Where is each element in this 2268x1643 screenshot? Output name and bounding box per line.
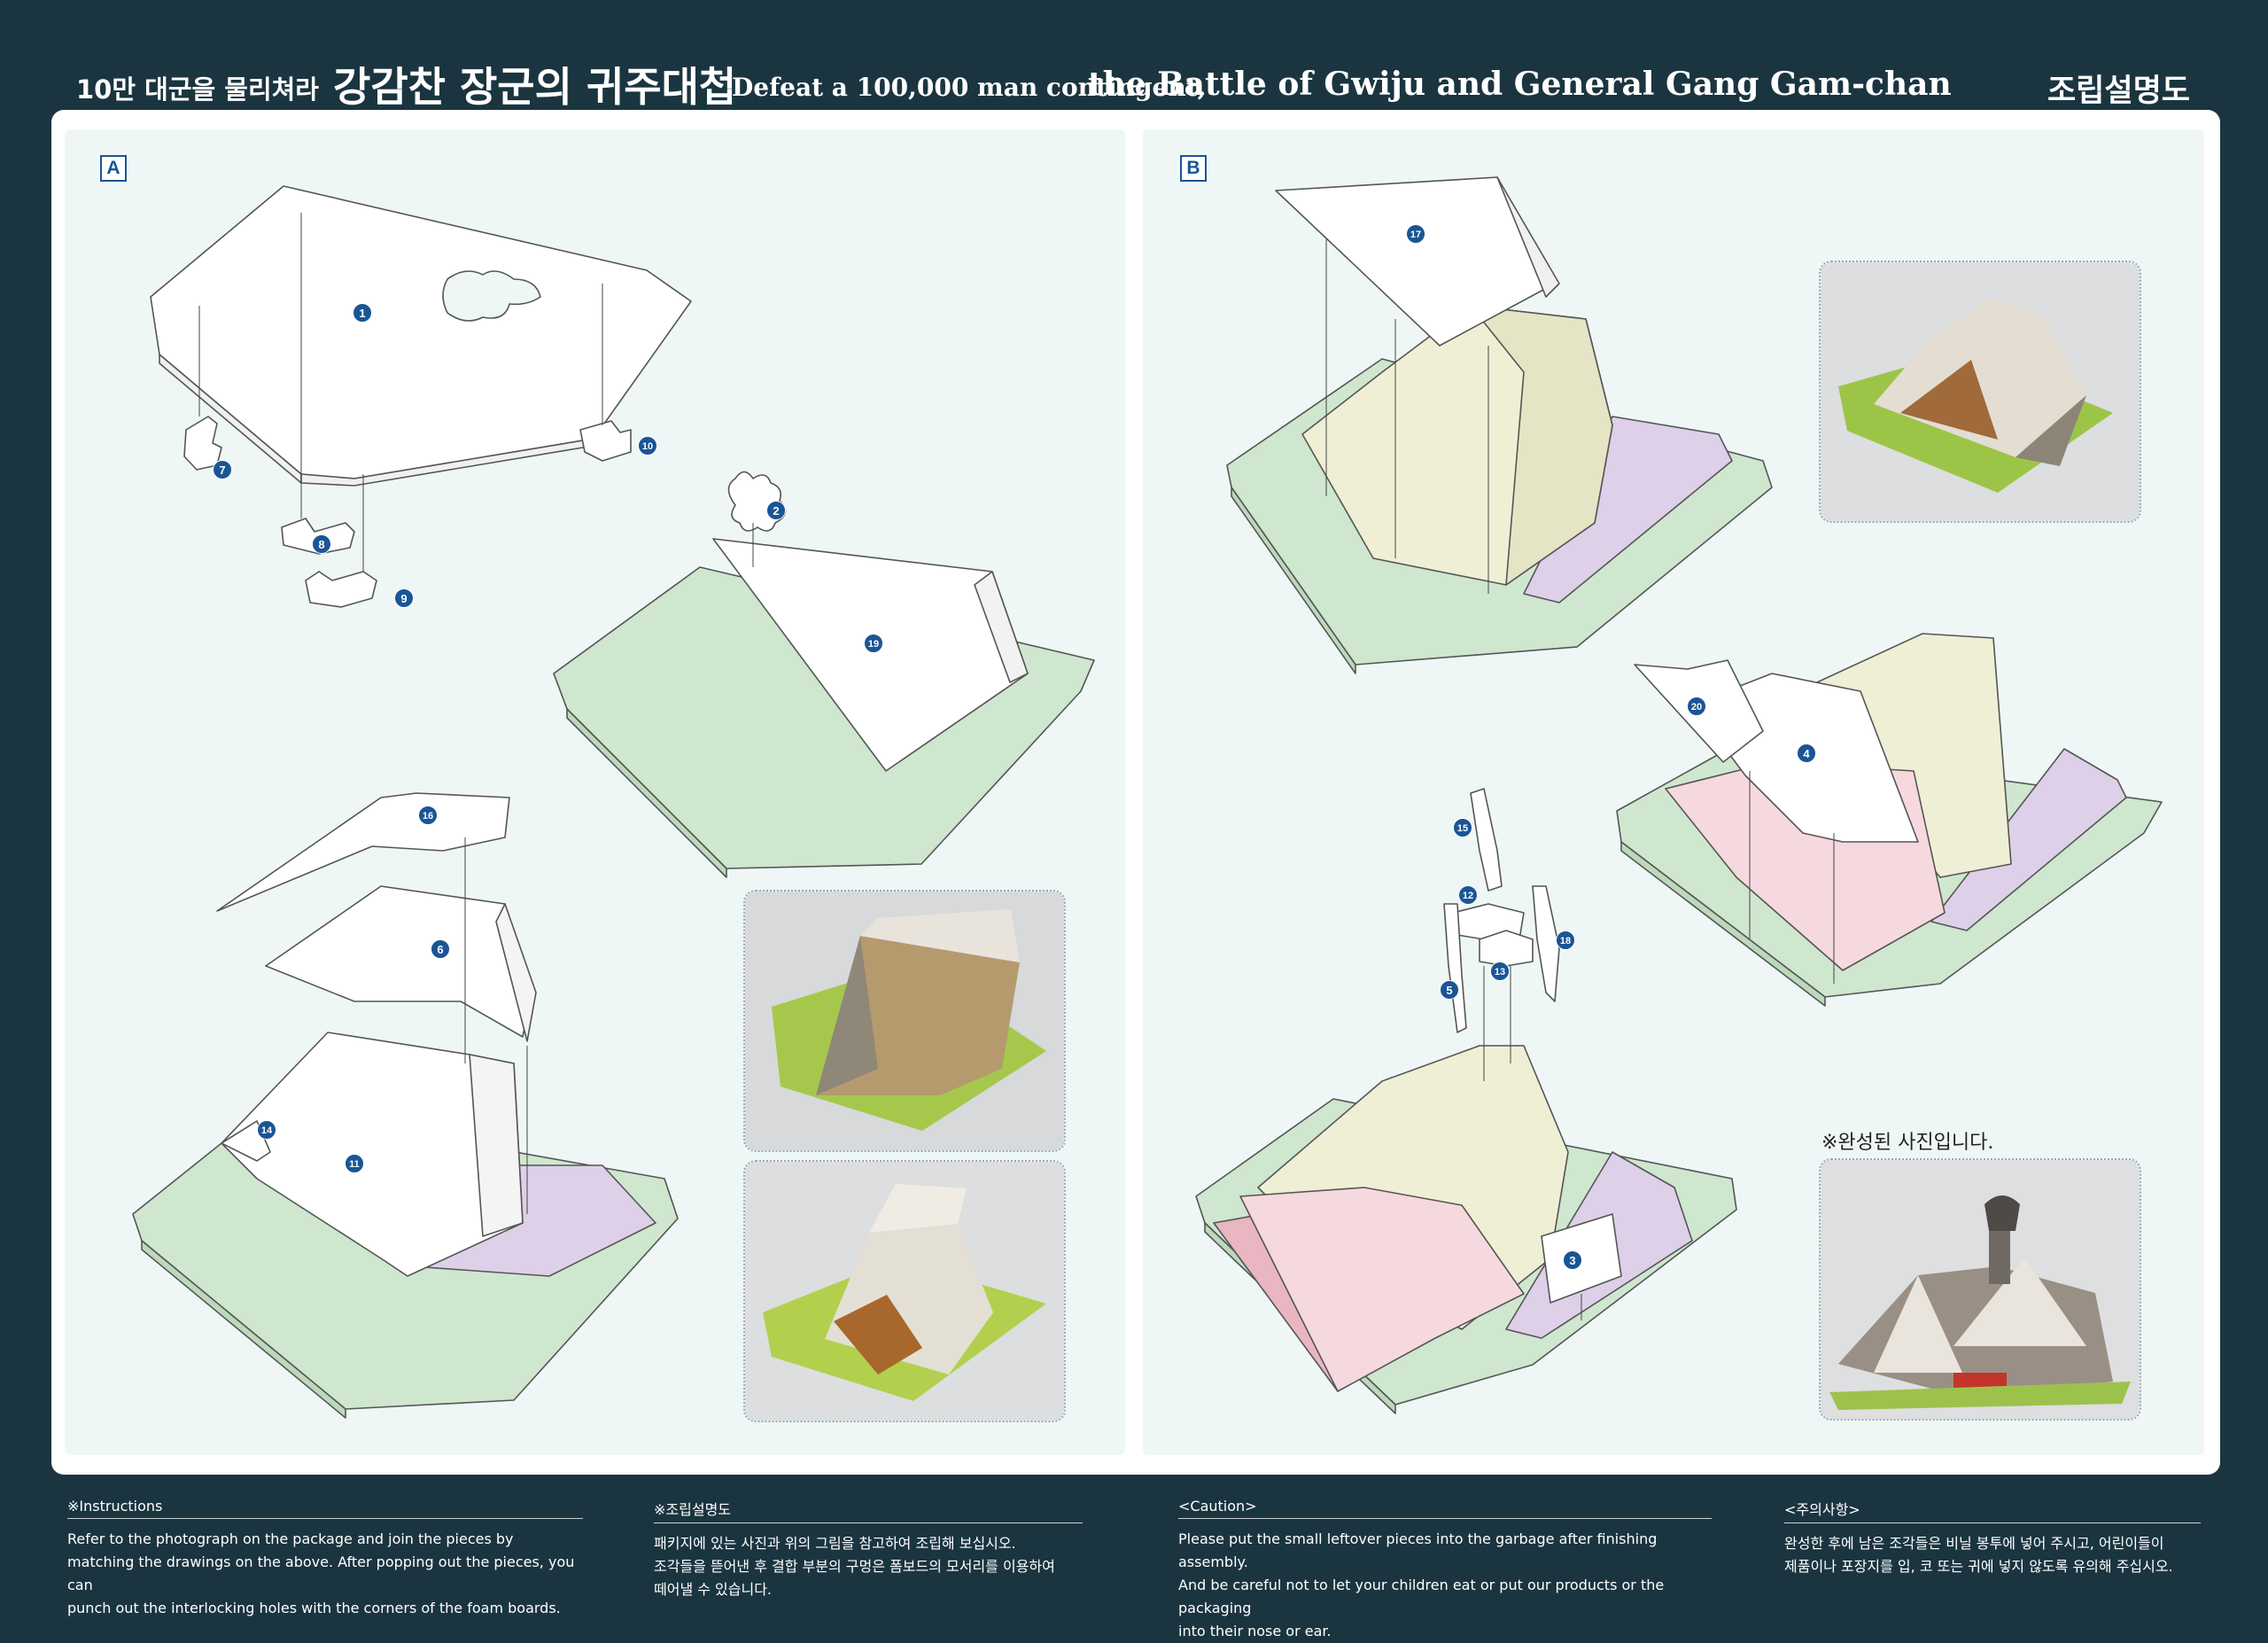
- part-number-badge: 1: [353, 303, 372, 323]
- part-number-badge: 17: [1406, 224, 1425, 244]
- caution-line: Please put the small leftover pieces int…: [1178, 1530, 1658, 1570]
- instructions-kr-heading: ※조립설명도: [654, 1498, 1083, 1523]
- part-number-badge: 16: [418, 806, 438, 825]
- part-number-badge: 9: [394, 588, 414, 608]
- part-number-badge: 12: [1458, 885, 1478, 905]
- caution-kr-line: 제품이나 포장지를 입, 코 또는 귀에 넣지 않도록 유의해 주십시오.: [1784, 1558, 2173, 1575]
- kr-subtitle: 10만 대군을 물리쳐라: [76, 74, 319, 105]
- caution-kr-text: 완성한 후에 남은 조각들은 비닐 봉투에 넣어 주시고, 어린이들이 제품이나…: [1784, 1532, 2201, 1578]
- part-number-badge: 20: [1687, 697, 1706, 716]
- en-title: the Battle of Gwiju and General Gang Gam…: [1088, 66, 1952, 103]
- part-number-badge: 8: [312, 534, 331, 554]
- part-number-badge: 14: [257, 1120, 276, 1140]
- instructions-line: Refer to the photograph on the package a…: [67, 1530, 514, 1547]
- kr-title: 강감찬 장군의 귀주대첩: [333, 63, 737, 111]
- part-number-badge: 15: [1453, 818, 1472, 837]
- instructions-kr-text: 패키지에 있는 사진과 위의 그림을 참고하여 조립해 보십시오. 조각들을 뜯…: [654, 1532, 1083, 1601]
- part-number-badge: 10: [638, 436, 657, 456]
- piece-1-plate: [150, 185, 692, 487]
- part-number-badge: 11: [345, 1154, 364, 1173]
- panel-b-letter: B: [1180, 155, 1207, 182]
- caution-heading: <Caution>: [1178, 1498, 1712, 1519]
- completed-model-photo-2: [743, 1160, 1066, 1422]
- instructions-text: Refer to the photograph on the package a…: [67, 1528, 583, 1620]
- footer-caution: <Caution> Please put the small leftover …: [1178, 1498, 1712, 1643]
- part-number-badge: 3: [1563, 1250, 1582, 1270]
- footer-caution-kr: <주의사항> 완성한 후에 남은 조각들은 비닐 봉투에 넣어 주시고, 어린이…: [1784, 1498, 2201, 1578]
- completed-model-photo-1: [743, 890, 1066, 1152]
- instructions-heading: ※Instructions: [67, 1498, 583, 1519]
- header: 10만 대군을 물리쳐라 강감찬 장군의 귀주대첩 Defeat a 100,0…: [0, 0, 2268, 111]
- completed-model-photo-3: [1819, 261, 2141, 523]
- instructions-kr-line: 패키지에 있는 사진과 위의 그림을 참고하여 조립해 보십시오.: [654, 1535, 1016, 1552]
- instructions-kr-line: 떼어낼 수 있습니다.: [654, 1581, 773, 1598]
- part-number-badge: 18: [1556, 931, 1575, 950]
- caution-kr-heading: <주의사항>: [1784, 1498, 2201, 1523]
- panel-a-letter: A: [100, 155, 127, 182]
- completed-model-photo-4: [1819, 1158, 2141, 1421]
- part-number-badge: 2: [766, 501, 786, 520]
- caution-text: Please put the small leftover pieces int…: [1178, 1528, 1712, 1643]
- part-number-badge: 4: [1797, 744, 1816, 763]
- instructions-line: punch out the interlocking holes with th…: [67, 1600, 561, 1616]
- part-number-badge: 5: [1440, 980, 1459, 1000]
- instructions-line: matching the drawings on the above. Afte…: [67, 1553, 575, 1593]
- footer-instructions: ※Instructions Refer to the photograph on…: [67, 1498, 583, 1620]
- caution-line: And be careful not to let your children …: [1178, 1577, 1665, 1616]
- en-subtitle: Defeat a 100,000 man contingent,: [732, 73, 1207, 102]
- part-number-badge: 6: [431, 939, 450, 959]
- caution-line: into their nose or ear.: [1178, 1623, 1332, 1639]
- footer-instructions-kr: ※조립설명도 패키지에 있는 사진과 위의 그림을 참고하여 조립해 보십시오.…: [654, 1498, 1083, 1601]
- part-number-badge: 13: [1490, 962, 1510, 981]
- completed-photo-caption: ※완성된 사진입니다.: [1821, 1132, 1994, 1154]
- caution-kr-line: 완성한 후에 남은 조각들은 비닐 봉투에 넣어 주시고, 어린이들이: [1784, 1535, 2164, 1552]
- part-number-badge: 7: [213, 460, 232, 479]
- part-number-badge: 19: [864, 634, 883, 653]
- doc-label: 조립설명도: [2047, 74, 2190, 109]
- instructions-kr-line: 조각들을 뜯어낸 후 결합 부분의 구멍은 폼보드의 모서리를 이용하여: [654, 1558, 1055, 1575]
